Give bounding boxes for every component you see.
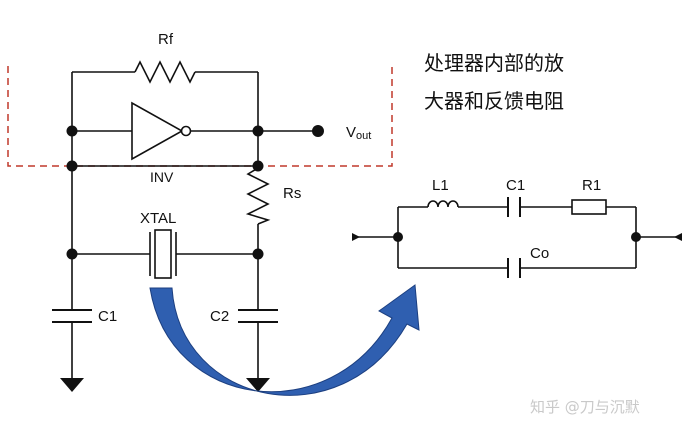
rs-label: Rs — [283, 185, 301, 202]
c2-label: C2 — [210, 308, 229, 325]
c1-left-label: C1 — [98, 308, 117, 325]
annotation-line-2: 大器和反馈电阻 — [424, 89, 564, 113]
right-terminal-arrow — [674, 233, 682, 241]
inverter-bubble — [180, 125, 192, 137]
rf-resistor — [134, 60, 196, 84]
l1-label: L1 — [432, 177, 449, 194]
c1-right-label: C1 — [506, 177, 525, 194]
l1-inductor — [427, 200, 459, 208]
c1-capacitor — [52, 309, 92, 323]
ground-symbol-right — [246, 378, 270, 392]
vout-terminal — [312, 125, 324, 137]
xtal-label: XTAL — [140, 210, 176, 227]
c1-equivalent-capacitor — [507, 197, 521, 217]
r1-label: R1 — [582, 177, 601, 194]
inv-label: INV — [150, 169, 174, 185]
ground-symbol-left — [60, 378, 84, 392]
rf-label: Rf — [158, 31, 174, 48]
equivalent-junction-dots — [393, 232, 641, 242]
junction-dots — [66, 125, 264, 260]
r1-resistor — [571, 199, 607, 215]
co-capacitor — [507, 258, 521, 278]
co-label: Co — [530, 245, 549, 262]
left-terminal-arrow — [352, 233, 360, 241]
watermark-text: 知乎 @刀与沉默 — [530, 398, 640, 416]
c2-capacitor — [238, 309, 278, 323]
processor-boundary-dashed-box — [7, 66, 393, 167]
oscillator-wires — [71, 71, 318, 378]
vout-label: Vout — [346, 124, 371, 142]
inverter-symbol — [131, 101, 184, 161]
rs-resistor — [245, 167, 271, 225]
annotation-line-1: 处理器内部的放 — [424, 51, 564, 75]
xtal-crystal — [149, 229, 177, 279]
curved-blue-arrow — [149, 284, 420, 396]
